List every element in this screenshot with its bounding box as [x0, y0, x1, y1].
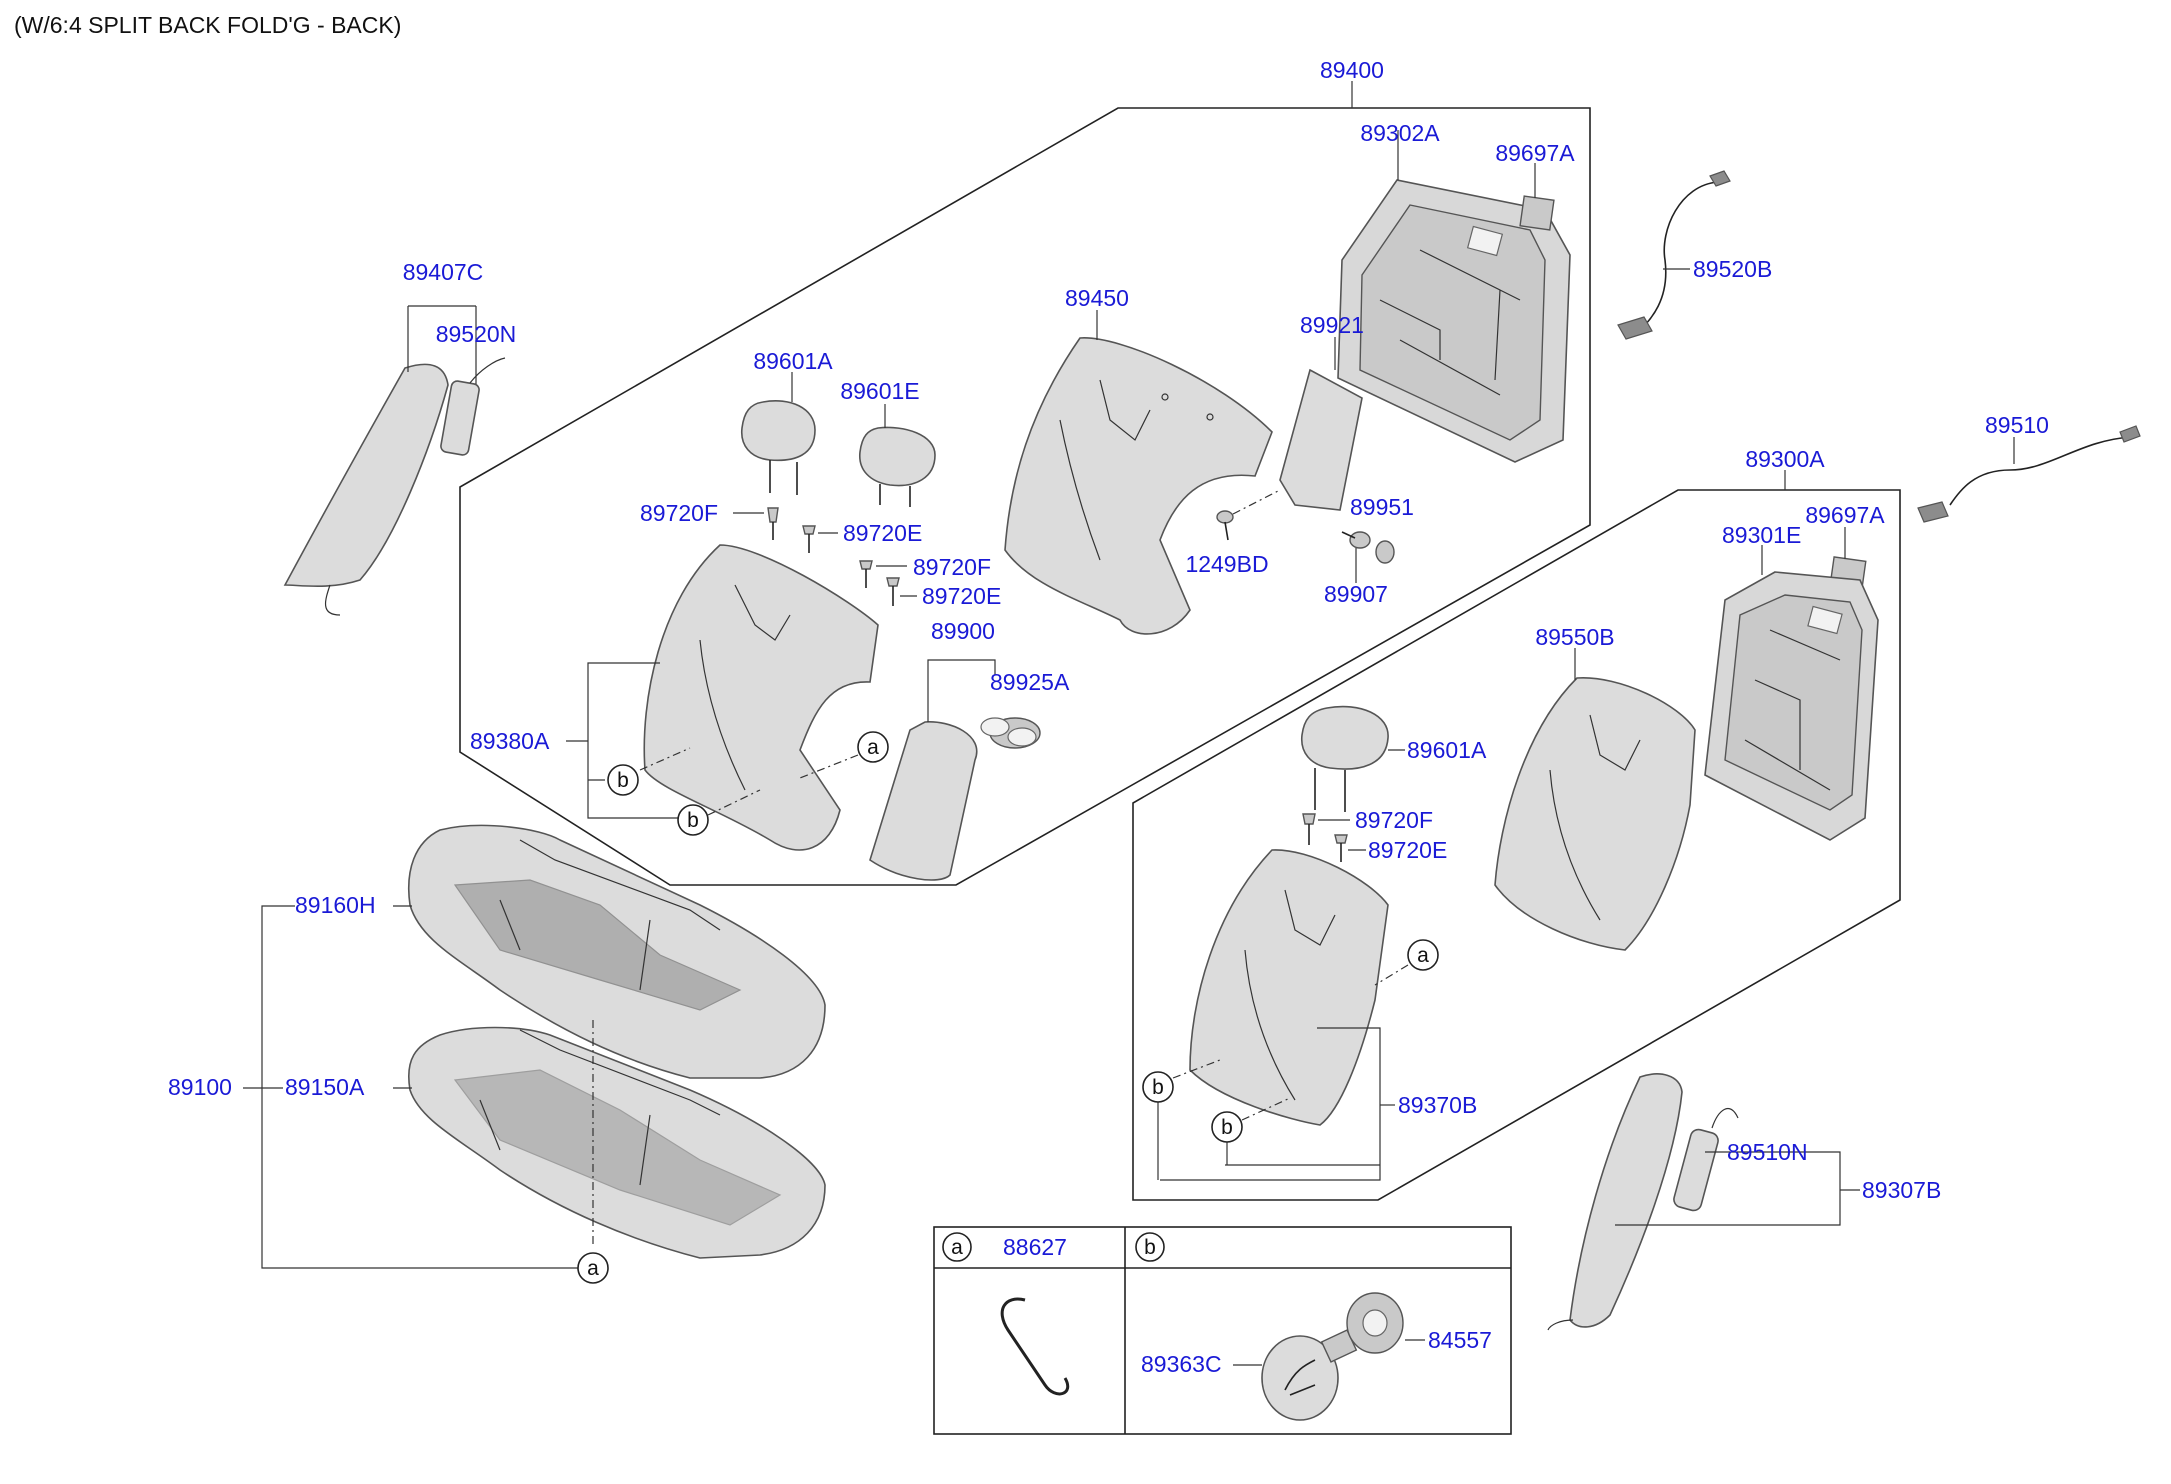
guide-89720E-3[interactable] [1334, 834, 1348, 862]
headrest-89601A-left[interactable] [741, 400, 816, 495]
label-89720E-2[interactable]: 89720E [922, 583, 1001, 609]
clip-88627-drawing[interactable] [1000, 1297, 1069, 1396]
fastener-drawing[interactable] [1261, 1292, 1404, 1421]
label-1249BD[interactable]: 1249BD [1185, 551, 1268, 577]
label-89601A-2[interactable]: 89601A [1407, 737, 1487, 763]
label-89520N[interactable]: 89520N [436, 321, 517, 347]
svg-text:b: b [1152, 1076, 1164, 1099]
armrest-89900[interactable] [869, 721, 978, 881]
label-89720F-1[interactable]: 89720F [640, 500, 718, 526]
label-89400[interactable]: 89400 [1320, 57, 1384, 83]
label-89925A[interactable]: 89925A [990, 669, 1070, 695]
label-89697A-2[interactable]: 89697A [1805, 502, 1885, 528]
legend-part-89363C[interactable]: 89363C [1141, 1351, 1222, 1377]
guide-89720F-2[interactable] [859, 560, 873, 588]
side-bolster-89307B[interactable] [1547, 1073, 1683, 1331]
label-89720F-2[interactable]: 89720F [913, 554, 991, 580]
diagram-title: (W/6:4 SPLIT BACK FOLD'G - BACK) [14, 12, 401, 38]
label-89510[interactable]: 89510 [1985, 412, 2049, 438]
label-89302A[interactable]: 89302A [1360, 120, 1440, 146]
armrest-pad-89510N[interactable] [1672, 1107, 1739, 1213]
callout-a-3: a [577, 1252, 609, 1284]
legend-part-84557[interactable]: 84557 [1428, 1327, 1492, 1353]
label-89100[interactable]: 89100 [168, 1074, 232, 1100]
back-cover-89550B[interactable] [1494, 677, 1696, 951]
back-cover-89450[interactable] [1004, 337, 1273, 635]
svg-text:b: b [617, 769, 629, 792]
label-89720F-3[interactable]: 89720F [1355, 807, 1433, 833]
guide-89720E-1[interactable] [802, 525, 816, 553]
label-89550B[interactable]: 89550B [1535, 624, 1614, 650]
release-cable-89520B[interactable] [1617, 170, 1731, 340]
label-89921[interactable]: 89921 [1300, 312, 1364, 338]
label-89301E[interactable]: 89301E [1722, 522, 1801, 548]
label-89407C[interactable]: 89407C [403, 259, 484, 285]
callout-a-1: a [799, 731, 889, 779]
guide-89720F-3[interactable] [1302, 813, 1316, 845]
svg-text:b: b [1221, 1116, 1233, 1139]
seat-back-89370B[interactable] [1189, 849, 1389, 1126]
label-89900[interactable]: 89900 [931, 618, 995, 644]
label-89160H[interactable]: 89160H [295, 892, 376, 918]
callout-b-1: b [607, 747, 691, 796]
label-89720E-3[interactable]: 89720E [1368, 837, 1447, 863]
cup-holder-89925A[interactable] [980, 717, 1041, 749]
label-89720E-1[interactable]: 89720E [843, 520, 922, 546]
latch-cover-89697A[interactable] [1519, 195, 1555, 231]
label-89450[interactable]: 89450 [1065, 285, 1129, 311]
label-89520B[interactable]: 89520B [1693, 256, 1772, 282]
label-89150A[interactable]: 89150A [285, 1074, 365, 1100]
side-bolster-89407C[interactable] [283, 363, 449, 616]
headrest-89601E[interactable] [859, 426, 936, 507]
back-frame-89301E[interactable] [1704, 571, 1879, 841]
legend-table: a 88627 b 89363C 84557 [933, 1226, 1512, 1435]
seat-back-89380A[interactable] [643, 544, 879, 851]
group-outline-89300A [1132, 489, 1901, 1201]
cushion-cover-89160H[interactable] [408, 824, 826, 1079]
bolt-89907[interactable] [1341, 531, 1371, 549]
svg-text:a: a [867, 736, 879, 759]
callout-a-2: a [1374, 939, 1439, 986]
bracket-89921[interactable] [1279, 368, 1363, 511]
cushion-pad-89150A[interactable] [408, 1026, 826, 1259]
cap-89951[interactable] [1375, 540, 1395, 564]
label-89601A-1[interactable]: 89601A [753, 348, 833, 374]
label-89907[interactable]: 89907 [1324, 581, 1388, 607]
label-89697A-1[interactable]: 89697A [1495, 140, 1575, 166]
legend-key-b: b [1144, 1236, 1156, 1259]
label-89510N[interactable]: 89510N [1727, 1139, 1808, 1165]
release-cable-89510[interactable] [1917, 425, 2141, 523]
svg-text:b: b [687, 809, 699, 832]
label-89601E[interactable]: 89601E [840, 378, 919, 404]
guide-89720F-1[interactable] [767, 507, 779, 540]
label-89300A[interactable]: 89300A [1745, 446, 1825, 472]
callout-b-4: b [1211, 1097, 1291, 1165]
callout-b-2: b [677, 789, 761, 836]
bolt-1249BD[interactable] [1216, 510, 1234, 541]
svg-text:a: a [1417, 944, 1429, 967]
callout-b-3: b [1142, 1059, 1221, 1180]
armrest-pad-89520N[interactable] [440, 357, 506, 456]
back-frame-89302A[interactable] [1337, 179, 1571, 463]
legend-part-88627[interactable]: 88627 [1003, 1234, 1067, 1260]
svg-text:a: a [587, 1257, 599, 1280]
legend-key-a: a [951, 1236, 963, 1259]
label-89370B[interactable]: 89370B [1398, 1092, 1477, 1118]
label-89307B[interactable]: 89307B [1862, 1177, 1941, 1203]
guide-89720E-2[interactable] [886, 577, 900, 606]
label-89951[interactable]: 89951 [1350, 494, 1414, 520]
label-89380A[interactable]: 89380A [470, 728, 550, 754]
headrest-89601A-right[interactable] [1301, 705, 1389, 812]
group-outline-89400 [459, 107, 1591, 886]
